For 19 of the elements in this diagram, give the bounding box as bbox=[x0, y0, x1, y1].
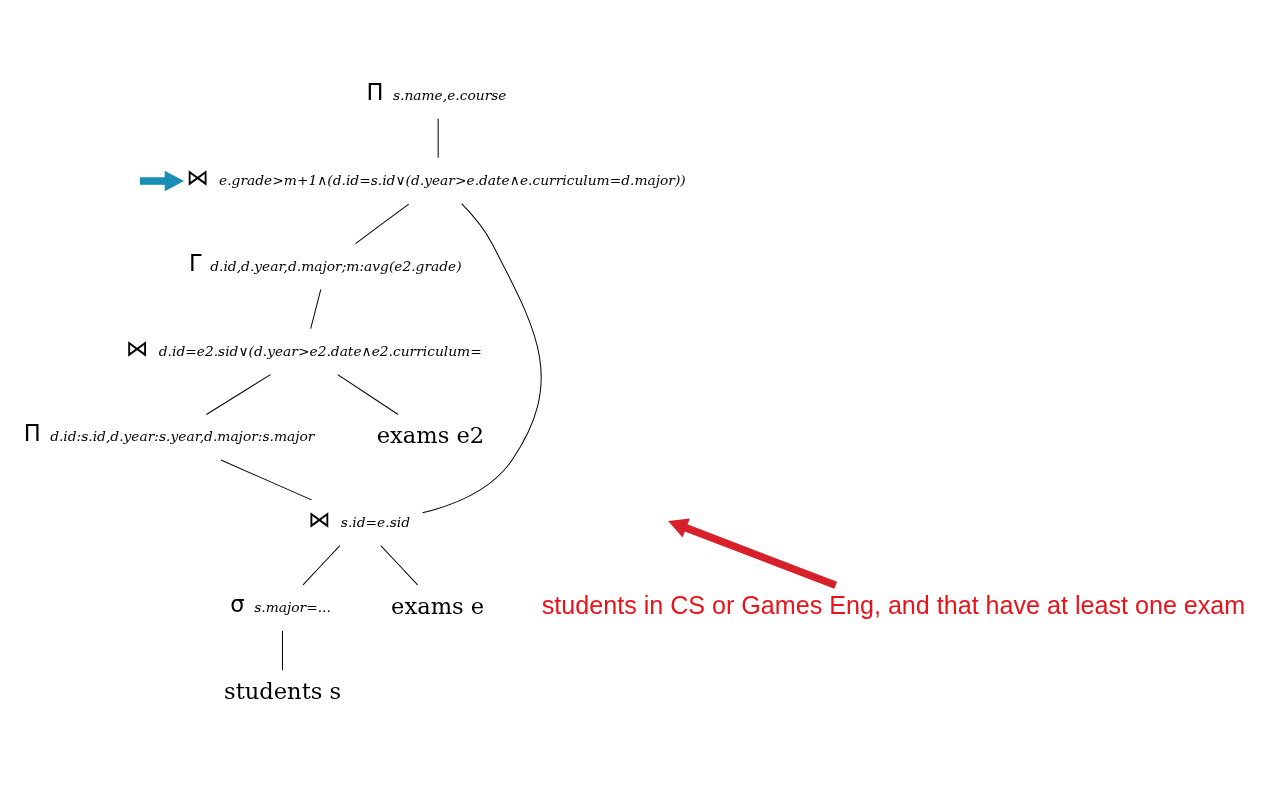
node-text: ⋈s.id=e.sid bbox=[308, 505, 410, 532]
connector bbox=[281, 630, 283, 671]
connector bbox=[437, 117, 439, 158]
connector bbox=[310, 288, 322, 329]
node-text: students s bbox=[224, 677, 342, 704]
connector bbox=[337, 373, 399, 415]
node-text: ⋈e.grade>m+1∧(d.id=s.id∨(d.year>e.date∧e.curriculum=d.major)) bbox=[186, 163, 686, 190]
connector bbox=[220, 459, 313, 500]
connector bbox=[205, 373, 271, 415]
node-text: exams e2 bbox=[376, 421, 485, 448]
connector bbox=[380, 544, 419, 585]
arrow bbox=[139, 170, 185, 191]
connector bbox=[302, 544, 341, 585]
connector bbox=[355, 203, 410, 244]
node-text: students in CS or Games Eng, and that have at least one exam bbox=[541, 590, 1246, 619]
connector bbox=[422, 202, 542, 513]
node-text: exams e bbox=[391, 592, 485, 619]
node-text: ⋈d.id=e2.sid∨(d.year>e2.date∧e2.curriculum= bbox=[126, 334, 482, 361]
arrow bbox=[668, 517, 838, 589]
